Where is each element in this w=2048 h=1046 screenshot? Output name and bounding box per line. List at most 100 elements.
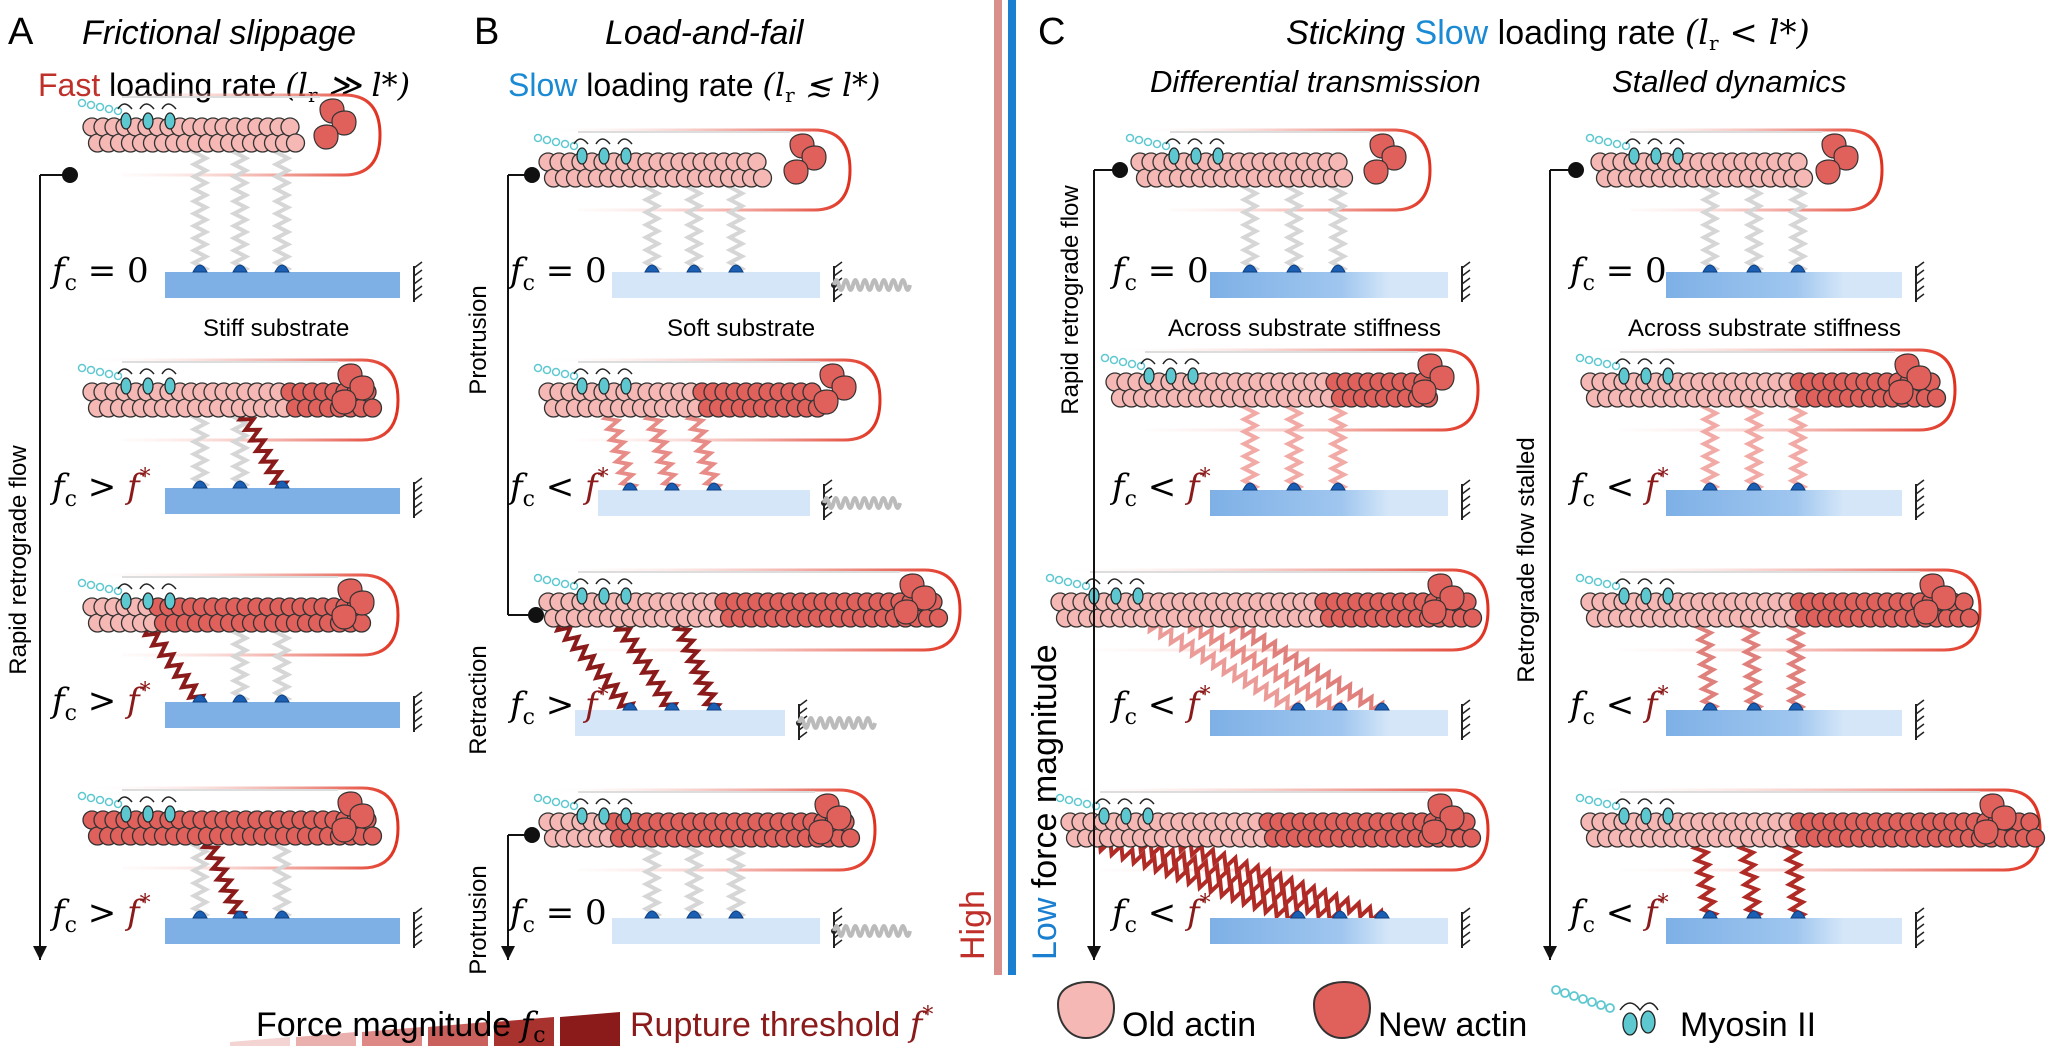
integrin-anchor bbox=[1332, 702, 1348, 711]
myosin-head bbox=[1640, 807, 1652, 825]
wall-hatch bbox=[833, 939, 843, 947]
myosin-tail-bead bbox=[1072, 579, 1082, 589]
clutch-bond bbox=[641, 842, 663, 920]
legend-rupture-label: Rupture threshold f* bbox=[630, 1003, 933, 1045]
myosin-lever bbox=[139, 583, 155, 590]
threshold-star: * bbox=[598, 683, 609, 708]
force-subscript: c bbox=[65, 271, 77, 296]
myosin-head bbox=[120, 805, 132, 823]
integrin-anchor bbox=[232, 480, 248, 489]
myosin-tail-bead bbox=[1091, 801, 1101, 811]
myosin-tail-bead bbox=[569, 581, 579, 591]
phase-label-retraction: Retraction bbox=[465, 645, 492, 754]
myosin-motor bbox=[533, 573, 633, 605]
myosin-tail-bead bbox=[95, 582, 105, 592]
myosin-head bbox=[1110, 587, 1122, 605]
diagram-row bbox=[77, 786, 423, 948]
myosin-tail-bead bbox=[1584, 355, 1594, 365]
myosin-head bbox=[1212, 147, 1224, 165]
wall-hatch bbox=[413, 923, 423, 931]
substrate-spring bbox=[797, 716, 877, 730]
integrin-anchor bbox=[686, 910, 702, 919]
clutch-bond bbox=[229, 147, 251, 274]
myosin-motor bbox=[1575, 353, 1675, 385]
clutch-bond bbox=[1690, 842, 1720, 920]
substrate bbox=[1666, 490, 1902, 516]
myosin-motor bbox=[77, 363, 177, 395]
myosin-tail-bead bbox=[113, 371, 123, 381]
force-subscript: c bbox=[1583, 913, 1595, 938]
myosin-lever bbox=[573, 368, 589, 375]
cell-membrane bbox=[538, 128, 852, 212]
wall-hatch bbox=[1915, 915, 1925, 923]
myosin-tail-bead bbox=[1575, 353, 1585, 363]
myosin-tail-bead bbox=[533, 363, 543, 373]
panel-c-sub2-title: Stalled dynamics bbox=[1612, 64, 1846, 99]
force-equation: fc = 0 bbox=[1567, 251, 1667, 296]
integrin-anchor bbox=[1330, 482, 1346, 491]
force-subscript: c bbox=[1125, 913, 1137, 938]
diagram-row bbox=[533, 568, 962, 740]
free-actin-monomer bbox=[801, 145, 827, 171]
integrin-anchor bbox=[644, 264, 660, 273]
clutch-bond bbox=[1787, 182, 1809, 274]
substrate bbox=[1210, 918, 1448, 944]
myosin-lever bbox=[617, 138, 633, 145]
myosin-head bbox=[164, 112, 176, 130]
actin-subunit bbox=[1328, 152, 1348, 172]
wall-hatch bbox=[413, 915, 423, 923]
clutch-bond bbox=[1147, 619, 1301, 715]
integrin-anchor bbox=[706, 482, 722, 491]
panel-a-title: Frictional slippage bbox=[82, 14, 356, 52]
force-subscript: c bbox=[523, 271, 535, 296]
myosin-tail-bead bbox=[104, 104, 114, 114]
actin-subunit bbox=[1462, 608, 1483, 628]
wall-hatch bbox=[833, 269, 843, 277]
substrate bbox=[1210, 490, 1448, 516]
wall-hatch bbox=[1915, 931, 1925, 939]
soft-substrate-label: Soft substrate bbox=[667, 315, 815, 342]
myosin-head bbox=[1187, 367, 1199, 385]
force-subscript: c bbox=[1583, 487, 1595, 512]
wall-hatch bbox=[1915, 479, 1925, 487]
integrin-anchor bbox=[1702, 482, 1718, 491]
wall-hatch bbox=[1461, 293, 1471, 301]
myosin-head bbox=[576, 377, 588, 395]
myosin-tail-bead bbox=[1575, 573, 1585, 583]
myosin-head bbox=[620, 587, 632, 605]
myosin-lever bbox=[1615, 358, 1631, 365]
myosin-lever bbox=[1625, 138, 1641, 145]
myosin-lever bbox=[595, 368, 611, 375]
myosin-tail-bead bbox=[77, 791, 87, 801]
myosin-lever bbox=[1162, 358, 1178, 365]
integrin-anchor bbox=[1746, 264, 1762, 273]
myosin-tail-bead bbox=[542, 135, 552, 145]
actin-subunit bbox=[285, 133, 306, 153]
svg-text:Fast loading rate (lr ≫ l*): Fast loading rate (lr ≫ l*) bbox=[38, 66, 410, 107]
clutch-bond bbox=[1743, 402, 1765, 492]
panel-c-sub1-substrate-label: Across substrate stiffness bbox=[1168, 315, 1441, 342]
integrin-anchor bbox=[1332, 910, 1348, 919]
rate-sub: r bbox=[1709, 31, 1719, 55]
myosin-tail-bead bbox=[1575, 793, 1585, 803]
force-equation: fc = 0 bbox=[507, 893, 607, 938]
integrin-anchor bbox=[232, 910, 248, 919]
panel-c-sub2-side-label: Retrograde flow stalled bbox=[1513, 437, 1540, 682]
integrin-anchor bbox=[232, 694, 248, 703]
myosin-head bbox=[1650, 147, 1662, 165]
myosin-lever bbox=[1669, 138, 1685, 145]
myosin-motor bbox=[77, 578, 177, 610]
force-equation: fc < f* bbox=[1109, 465, 1211, 512]
diagram-row bbox=[1125, 128, 1471, 302]
wall-hatch bbox=[1915, 495, 1925, 503]
force-relation: = 0 bbox=[77, 251, 149, 291]
rate-rel: ≫ l bbox=[318, 66, 382, 104]
wall-hatch bbox=[1461, 479, 1471, 487]
myosin-tail-bead bbox=[1082, 799, 1092, 809]
myosin-tail-bead bbox=[1118, 357, 1128, 367]
clutch-bond bbox=[1098, 837, 1300, 925]
cell-membrane bbox=[538, 568, 962, 652]
integrin-anchor bbox=[706, 702, 722, 711]
wall-hatch bbox=[1461, 699, 1471, 707]
myosin-lever bbox=[573, 138, 589, 145]
